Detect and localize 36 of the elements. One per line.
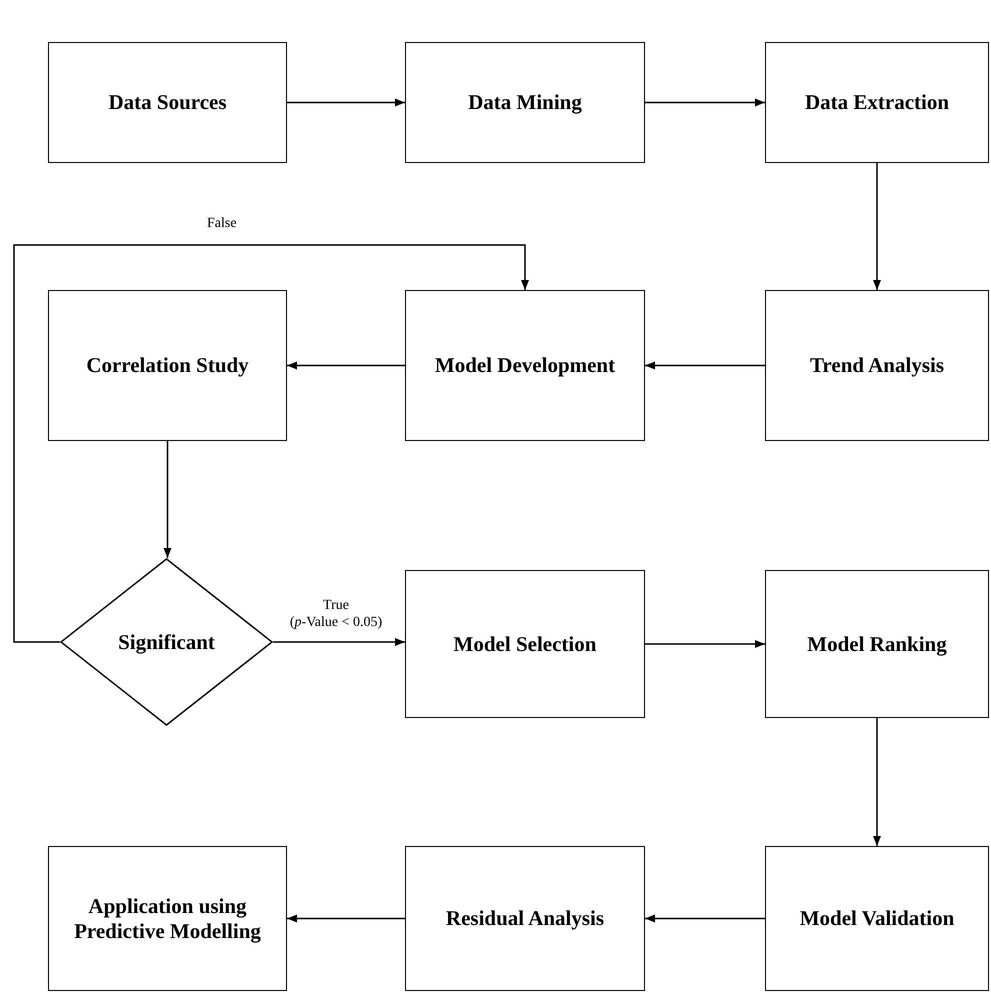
- arrow: [13, 244, 529, 643]
- process-box: [48, 42, 287, 163]
- box-label: Application using Predictive Modelling: [73, 894, 262, 943]
- process-box: [405, 290, 645, 441]
- box-label: Data Extraction: [804, 90, 950, 115]
- arrow: [287, 98, 405, 106]
- process-box: [48, 846, 287, 991]
- process-box: [405, 42, 645, 163]
- process-box: [405, 570, 645, 718]
- arrow: [873, 718, 881, 846]
- box-label: Data Mining: [467, 90, 583, 115]
- box-label: Data Sources: [107, 90, 228, 115]
- box-label: Model Validation: [798, 906, 956, 931]
- arrow: [873, 163, 881, 290]
- process-box: [765, 42, 989, 163]
- arrow: [273, 638, 405, 646]
- box-label: Significant: [117, 630, 216, 654]
- decision-diamond: [60, 558, 273, 726]
- arrow: [164, 441, 172, 558]
- process-box: [48, 290, 287, 441]
- arrow: [645, 914, 765, 922]
- process-box: [765, 570, 989, 718]
- box-label: Trend Analysis: [808, 353, 946, 378]
- box-label: Model Development: [434, 353, 616, 378]
- arrow: [645, 362, 765, 370]
- arrow: [287, 362, 405, 370]
- process-box: [405, 846, 645, 991]
- box-label: Correlation Study: [85, 353, 250, 378]
- box-label: Residual Analysis: [444, 906, 606, 931]
- process-box: [765, 846, 989, 991]
- arrow: [287, 914, 405, 922]
- box-label: Model Ranking: [806, 632, 948, 656]
- arrow: [645, 640, 765, 648]
- box-label: Model Selection: [452, 632, 598, 656]
- arrow: [645, 98, 765, 106]
- process-box: [765, 290, 989, 441]
